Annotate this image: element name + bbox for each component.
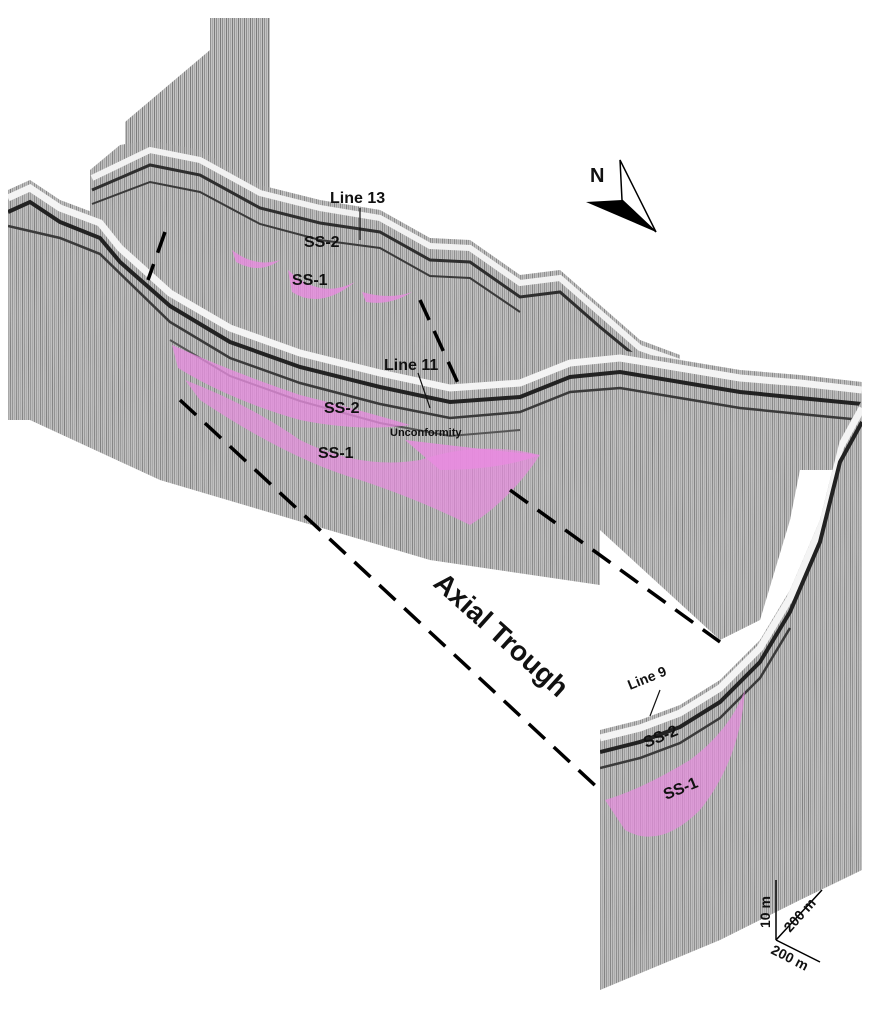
north-label: N xyxy=(590,165,604,187)
line-13-label: Line 13 xyxy=(330,190,385,207)
line-11-ss1-fill xyxy=(185,380,540,525)
unconformity-label: Unconformity xyxy=(390,427,462,439)
line-11-ss1-label: SS-1 xyxy=(318,445,354,462)
line-11-ss2-label: SS-2 xyxy=(324,400,360,417)
scale-bar xyxy=(775,880,823,963)
line-11-ss2-fill xyxy=(172,345,410,428)
axial-trough-label: Axial Trough xyxy=(428,566,575,703)
line-13-ss1-fill xyxy=(288,270,355,300)
north-arrow: N xyxy=(586,159,657,233)
leader-lines xyxy=(359,208,661,717)
line-13-ss2-fill xyxy=(232,250,280,269)
line-13-ss1-label: SS-1 xyxy=(292,272,328,289)
line-13-ss2-label: SS-2 xyxy=(304,234,340,251)
line-9-label: Line 9 xyxy=(625,663,669,693)
line-11-label: Line 11 xyxy=(384,357,438,374)
scale-vertical-label: 10 m xyxy=(757,896,773,928)
axial-trough-boundaries xyxy=(146,231,722,792)
line-9-ss1-fill xyxy=(605,690,745,837)
